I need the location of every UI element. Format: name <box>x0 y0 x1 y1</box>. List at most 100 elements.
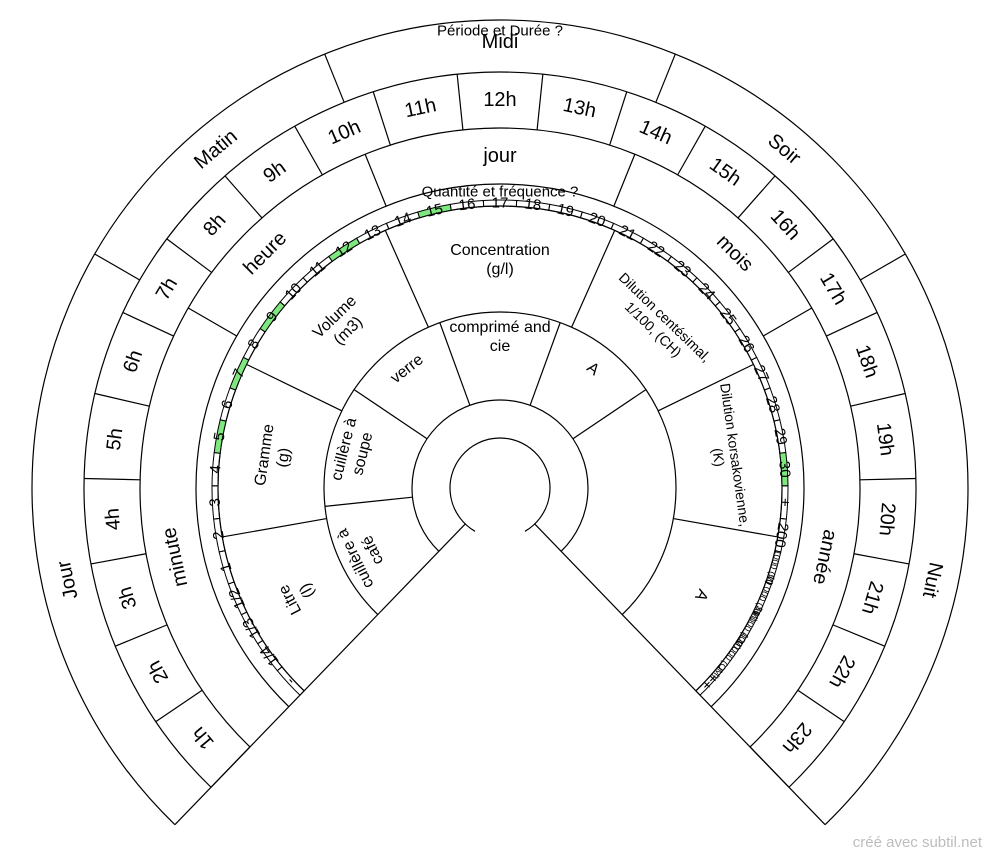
dial-rings <box>31 19 969 826</box>
number-label: 4 <box>207 465 225 474</box>
hour-divider <box>372 91 391 146</box>
hour-label: 4h <box>101 507 125 531</box>
hour-label: 20h <box>874 502 899 537</box>
period-label: Jour <box>53 558 83 601</box>
hour-label: 12h <box>483 89 516 111</box>
unit-label: heure <box>239 227 291 279</box>
measure-divider <box>246 363 343 412</box>
measure-divider <box>222 517 327 538</box>
number-label: 1/4 <box>257 642 283 669</box>
hour-label: 16h <box>766 205 805 244</box>
unit-divider <box>762 307 813 337</box>
credit-text: créé avec subtil.net <box>852 834 982 851</box>
hour-label: 17h <box>815 269 851 309</box>
number-label: 20 <box>586 209 607 231</box>
hour-divider <box>456 74 464 130</box>
number-label: 26 <box>735 333 758 356</box>
period-divider <box>324 53 345 103</box>
hour-label: 5h <box>103 427 128 452</box>
unit-divider <box>364 153 387 207</box>
container-divider <box>324 496 413 507</box>
center-hub-arc <box>449 437 551 532</box>
measure-label: Volume(m3) <box>310 292 374 355</box>
hour-label: 1h <box>188 722 219 753</box>
hour-divider <box>677 125 706 176</box>
period-divider <box>859 253 906 281</box>
container-label: verre <box>388 351 427 387</box>
number-label: 16 <box>458 196 477 215</box>
container-label: cuillère àsoupe <box>328 416 379 487</box>
container-divider <box>353 389 428 440</box>
unit-label: jour <box>482 145 517 167</box>
period-divider <box>94 253 141 281</box>
hour-label: 2h <box>143 657 173 687</box>
number-label: 15 <box>425 200 445 220</box>
container-label: A <box>583 359 602 379</box>
hour-divider <box>155 689 203 723</box>
number-label: 200 <box>771 521 792 548</box>
container-label: cuillère àcafé <box>334 517 395 591</box>
measure-divider <box>384 230 429 328</box>
measure-divider <box>571 230 616 328</box>
measure-label: Dilution centésimal,1/100, (CH) <box>604 269 714 377</box>
number-label: 13 <box>361 222 384 245</box>
hour-label: 11h <box>403 94 439 122</box>
hour-label: 23h <box>778 718 816 758</box>
inner-title: Quantité et fréquence ? <box>422 184 579 201</box>
hour-label: 22h <box>824 652 859 692</box>
hour-label: 15h <box>705 153 745 190</box>
hour-divider <box>859 477 916 481</box>
hour-divider <box>224 175 263 219</box>
container-divider <box>572 389 647 440</box>
hour-divider <box>536 74 544 130</box>
hour-divider <box>210 746 251 788</box>
container-divider <box>529 322 561 406</box>
period-label: Nuit <box>918 560 947 600</box>
dial-cells <box>84 53 916 826</box>
number-label: 23 <box>671 257 695 281</box>
hour-divider <box>832 624 885 647</box>
hour-label: 13h <box>561 94 598 122</box>
unit-label: année <box>808 528 841 587</box>
number-label: 10 <box>282 280 306 304</box>
number-label: 25 <box>716 305 740 329</box>
ring-arc <box>31 19 969 826</box>
period-label: Matin <box>190 125 242 173</box>
hour-divider <box>609 91 628 146</box>
hour-label: 9h <box>259 157 290 188</box>
number-label: 29 <box>770 427 790 446</box>
ring-arc <box>323 311 677 616</box>
hour-divider <box>94 392 150 407</box>
outer-title: Période et Durée ? <box>437 23 563 40</box>
hour-divider <box>737 175 776 219</box>
number-label: 24 <box>695 280 719 304</box>
hour-label: 6h <box>119 347 147 375</box>
hour-label: 14h <box>636 116 675 150</box>
measure-divider <box>673 517 778 538</box>
number-label: 1 <box>217 561 236 574</box>
hour-divider <box>850 392 906 407</box>
number-label: 22 <box>644 238 667 261</box>
measure-label: Gramme(g) <box>252 423 297 490</box>
hour-label: 7h <box>152 274 182 304</box>
period-label: Soir <box>763 130 805 170</box>
container-divider <box>439 322 471 406</box>
number-cell <box>695 666 724 696</box>
unit-label: minute <box>158 525 192 588</box>
measure-label: Concentration(g/l) <box>450 242 550 278</box>
unit-label: mois <box>712 231 757 276</box>
number-label: 100 000 (CM) <box>710 631 750 681</box>
number-label: + <box>776 498 793 508</box>
number-label: 19 <box>555 200 575 220</box>
number-label: 3 <box>207 498 224 507</box>
hour-label: 3h <box>114 584 141 612</box>
ring-arc <box>83 71 917 788</box>
hour-divider <box>797 689 845 723</box>
unit-divider <box>613 153 636 207</box>
hour-divider <box>115 624 168 647</box>
number-label: 21 <box>616 222 639 245</box>
number-label: 28 <box>762 394 783 415</box>
hour-divider <box>122 311 174 337</box>
